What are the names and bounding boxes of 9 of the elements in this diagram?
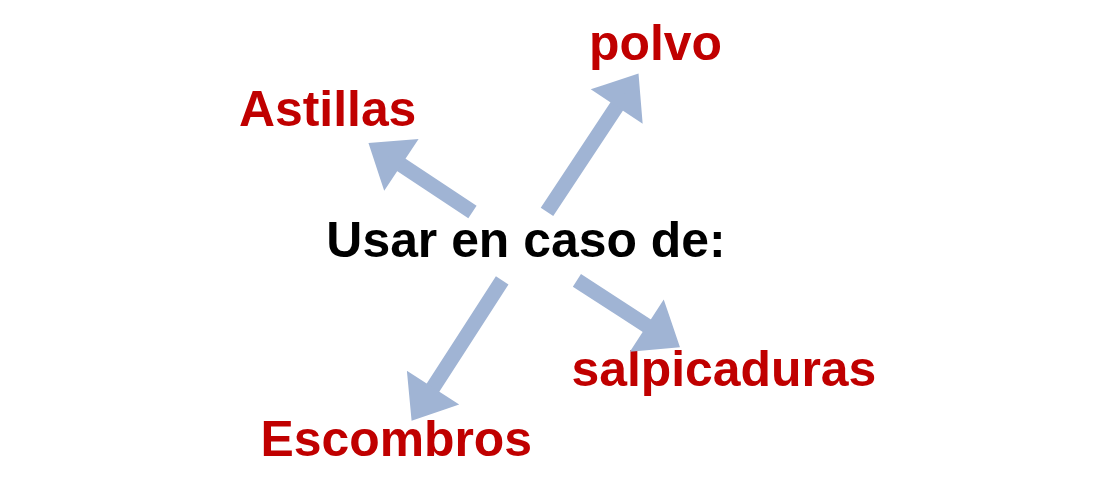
node-text: Astillas <box>238 81 417 138</box>
arrow <box>572 274 680 352</box>
node-text: Escombros <box>260 410 533 467</box>
node-text: salpicaduras <box>571 340 877 397</box>
arrow <box>540 73 643 217</box>
node-text: Usar en caso de: <box>326 212 726 269</box>
arrow <box>368 138 477 219</box>
arrow <box>406 276 509 421</box>
node-text: polvo <box>589 14 723 71</box>
